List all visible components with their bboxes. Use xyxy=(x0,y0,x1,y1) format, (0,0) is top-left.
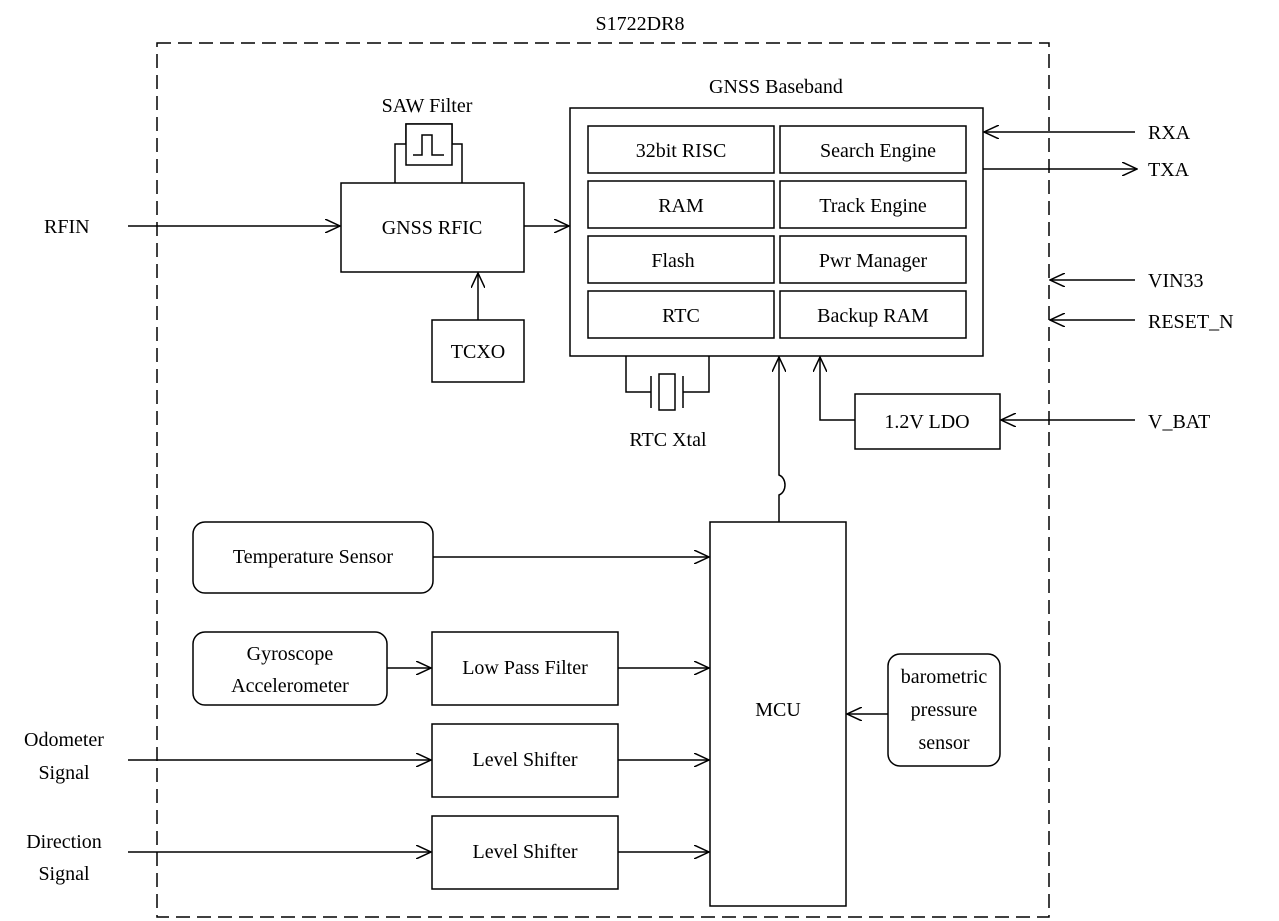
tcxo-block xyxy=(431,319,525,383)
low-pass-filter-label: Low Pass Filter xyxy=(462,657,588,679)
risc-label: 32bit RISC xyxy=(636,140,727,162)
temperature-sensor-label: Temperature Sensor xyxy=(233,546,394,568)
accel-label: Accelerometer xyxy=(231,675,349,697)
search-engine-cell xyxy=(779,125,967,174)
level-shifter-1-label: Level Shifter xyxy=(473,749,578,771)
track-engine-label: Track Engine xyxy=(819,195,927,217)
rtc-xtal-icon xyxy=(625,356,710,411)
vin33-label: VIN33 xyxy=(1148,270,1204,292)
gnss-rfic-label: GNSS RFIC xyxy=(382,217,483,239)
ldo-label: 1.2V LDO xyxy=(884,411,969,433)
v-bat-label: V_BAT xyxy=(1148,411,1210,433)
barometric-label-line3: sensor xyxy=(918,732,969,754)
mcu-block xyxy=(709,521,847,907)
flash-cell xyxy=(587,235,775,284)
tcxo-label: TCXO xyxy=(451,341,505,363)
ldo-to-baseband-arrow xyxy=(820,357,855,421)
gnss-baseband-title: GNSS Baseband xyxy=(709,76,843,98)
ram-cell xyxy=(587,180,775,229)
mcu-label: MCU xyxy=(755,699,801,721)
rtc-xtal-label: RTC Xtal xyxy=(629,429,707,451)
backup-ram-label: Backup RAM xyxy=(817,305,929,327)
gyro-label: Gyroscope xyxy=(247,643,334,665)
module-boundary xyxy=(156,42,1050,918)
flash-label: Flash xyxy=(651,250,694,272)
pwr-manager-label: Pwr Manager xyxy=(819,250,928,272)
saw-filter-label: SAW Filter xyxy=(382,95,473,117)
rtc-cell xyxy=(587,290,775,339)
backup-ram-cell xyxy=(779,290,967,339)
level-shifter-2-label: Level Shifter xyxy=(473,841,578,863)
ldo-block xyxy=(854,393,1001,450)
pwr-manager-cell xyxy=(779,235,967,284)
reset-n-label: RESET_N xyxy=(1148,311,1234,333)
risc-cell xyxy=(587,125,775,174)
ram-label: RAM xyxy=(658,195,704,217)
saw-filter-icon xyxy=(394,123,463,183)
mcu-to-baseband-arrow xyxy=(779,357,785,522)
gnss-rfic-block xyxy=(340,182,525,273)
odometer-label-line2: Signal xyxy=(38,762,90,784)
rxa-label: RXA xyxy=(1148,122,1191,144)
direction-label-line1: Direction xyxy=(26,831,102,853)
level-shifter-1-block xyxy=(431,723,619,798)
direction-label-line2: Signal xyxy=(38,863,90,885)
barometric-label-line2: pressure xyxy=(911,699,978,721)
odometer-label-line1: Odometer xyxy=(24,729,104,751)
track-engine-cell xyxy=(779,180,967,229)
low-pass-filter-block xyxy=(431,631,619,706)
txa-label: TXA xyxy=(1148,159,1190,181)
rfin-label: RFIN xyxy=(44,216,90,238)
barometric-label-line1: barometric xyxy=(901,666,988,688)
module-title: S1722DR8 xyxy=(596,13,685,35)
search-engine-label: Search Engine xyxy=(820,140,936,162)
rtc-label: RTC xyxy=(662,305,700,327)
barometric-sensor-block xyxy=(887,653,1001,767)
